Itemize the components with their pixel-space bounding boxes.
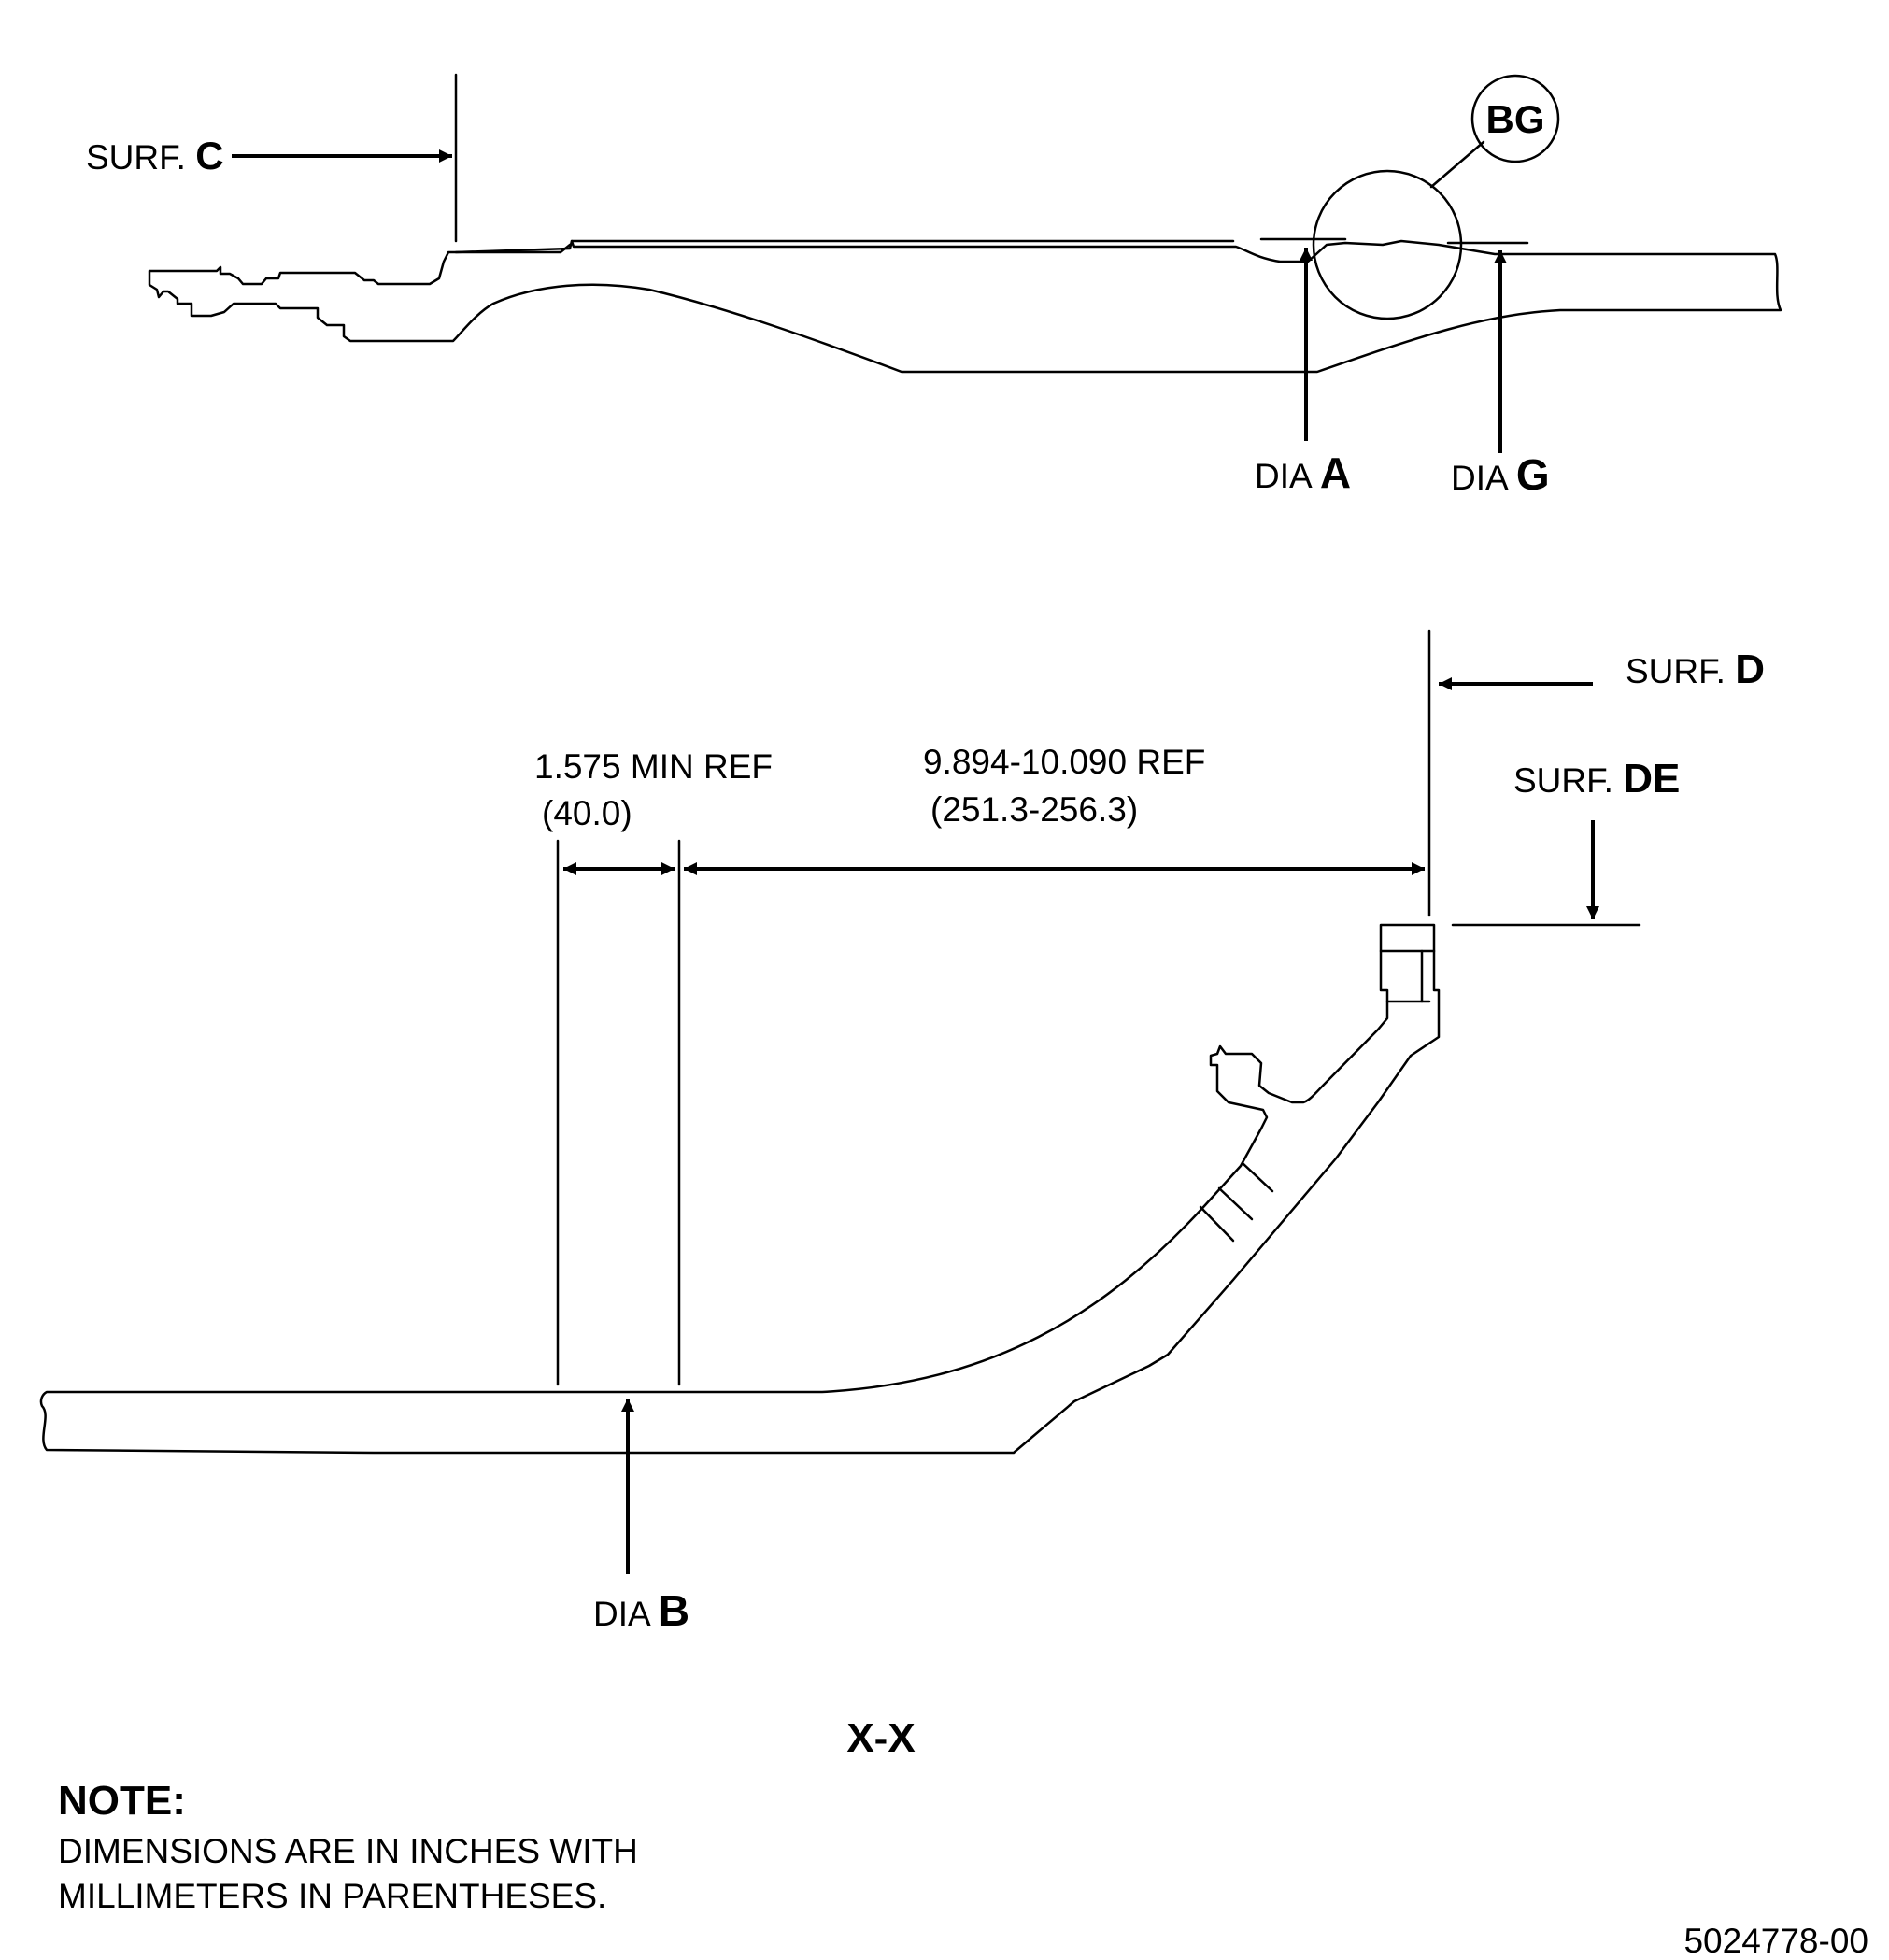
section-title: X-X [846, 1715, 915, 1761]
dia-a-label: DIA A [1255, 448, 1351, 497]
shell-band-line-3 [1217, 1186, 1254, 1221]
dim2-metric-label: (251.3-256.3) [930, 790, 1138, 829]
detail-bg-leader [1429, 140, 1485, 189]
dim1-value-label: 1.575 MIN REF [534, 747, 773, 786]
surf-c-label: SURF. C [86, 134, 224, 178]
note-line-2: MILLIMETERS IN PARENTHESES. [58, 1877, 606, 1915]
figure-id: 5024778-00 [1683, 1922, 1868, 1960]
top-part-outline [148, 239, 1782, 374]
note-heading: NOTE: [58, 1778, 186, 1824]
dia-g-label: DIA G [1451, 450, 1550, 499]
note-line-1: DIMENSIONS ARE IN INCHES WITH [58, 1832, 638, 1870]
shell-band-line-1 [1199, 1205, 1235, 1243]
surf-d-label: SURF. D [1626, 646, 1765, 692]
surf-de-label: SURF. DE [1513, 756, 1680, 802]
section-shell-outline [39, 923, 1441, 1455]
detail-bg-circle [1312, 169, 1463, 320]
shell-band-line-2 [1241, 1161, 1274, 1193]
section-view [39, 629, 1641, 1574]
dia-b-label: DIA B [593, 1586, 689, 1635]
top-part-inner-line [454, 243, 572, 254]
detail-bg-label: BG [1486, 97, 1545, 141]
dim1-metric-label: (40.0) [542, 794, 632, 832]
top-part-view: BG [148, 73, 1782, 453]
detail-bg-bubble [1470, 74, 1560, 163]
dim2-value-label: 9.894-10.090 REF [923, 743, 1205, 781]
